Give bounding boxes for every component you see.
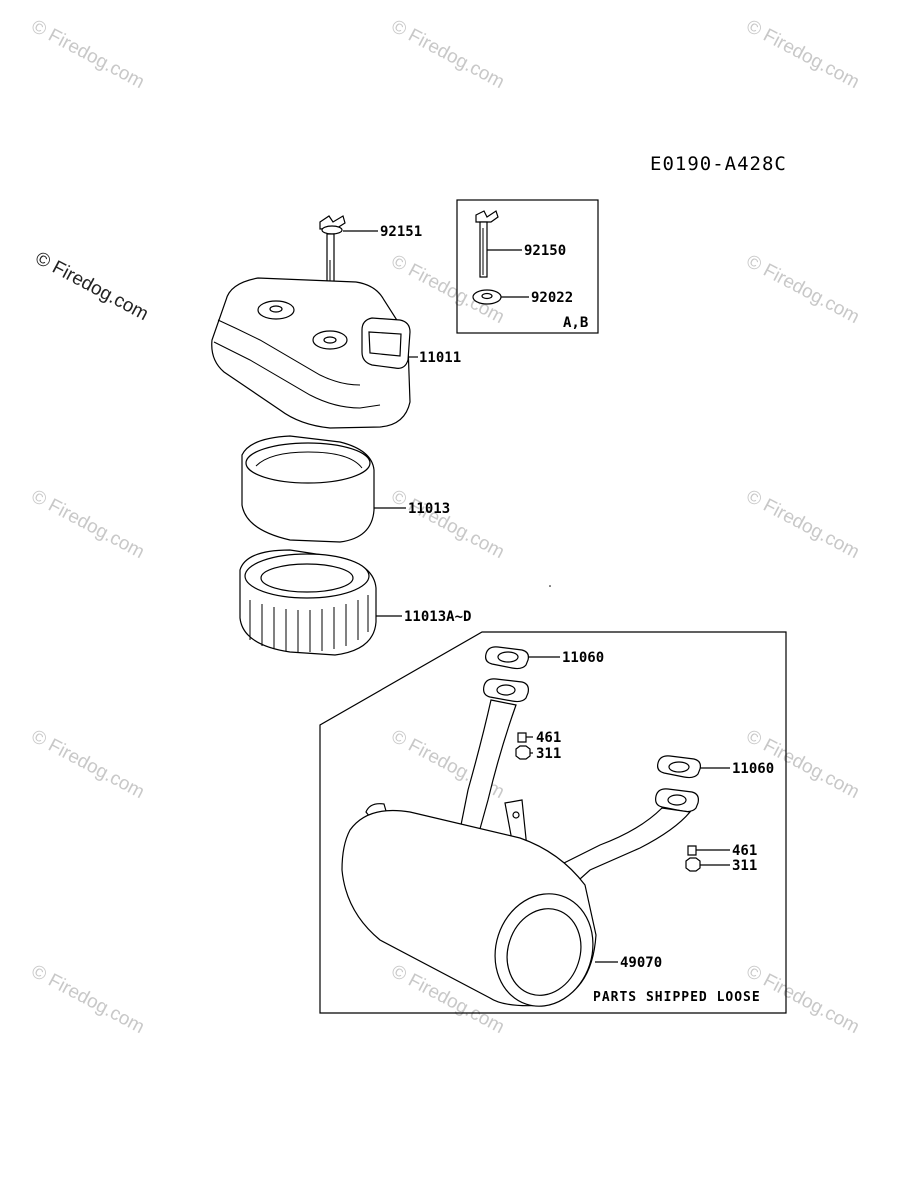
part-label: 11013A~D <box>404 609 471 625</box>
diagram-code: E0190-A428C <box>650 153 787 175</box>
inset-box: 92150 92022 A,B <box>456 199 599 334</box>
part-label: 92150 <box>524 243 566 259</box>
part-label: 49070 <box>620 955 662 971</box>
part-label: 311 <box>732 858 757 874</box>
pre-cleaner: 11013 <box>241 435 450 543</box>
part-label: 11011 <box>419 350 461 366</box>
watermark: © Firedog.com <box>743 486 863 563</box>
box-note: PARTS SHIPPED LOOSE <box>593 990 761 1005</box>
watermark: © Firedog.com <box>388 251 508 328</box>
filter-element: 11013A~D <box>239 549 471 656</box>
watermark: © Firedog.com <box>743 251 863 328</box>
watermark: © Firedog.com <box>743 16 863 93</box>
loose-parts-box: PARTS SHIPPED LOOSE 11060 461 311 11060 … <box>319 631 787 1014</box>
watermark: © Firedog.com <box>28 16 148 93</box>
part-label: 461 <box>732 843 757 859</box>
watermark: © Firedog.com <box>28 486 148 563</box>
watermark-prominent: © Firedog.com <box>32 248 152 325</box>
part-label: 11013 <box>408 501 450 517</box>
watermark: © Firedog.com <box>388 486 508 563</box>
part-label: 11060 <box>732 761 774 777</box>
part-label: 92022 <box>531 290 573 306</box>
watermark: © Firedog.com <box>388 16 508 93</box>
inset-note: A,B <box>563 315 588 331</box>
bolt-92151: 92151 <box>319 215 422 330</box>
watermark: © Firedog.com <box>28 726 148 803</box>
watermark: © Firedog.com <box>28 961 148 1038</box>
part-label: 461 <box>536 730 561 746</box>
part-label: 11060 <box>562 650 604 666</box>
part-label: 311 <box>536 746 561 762</box>
air-cleaner-cover: 11011 <box>211 277 461 429</box>
part-label: 92151 <box>380 224 422 240</box>
